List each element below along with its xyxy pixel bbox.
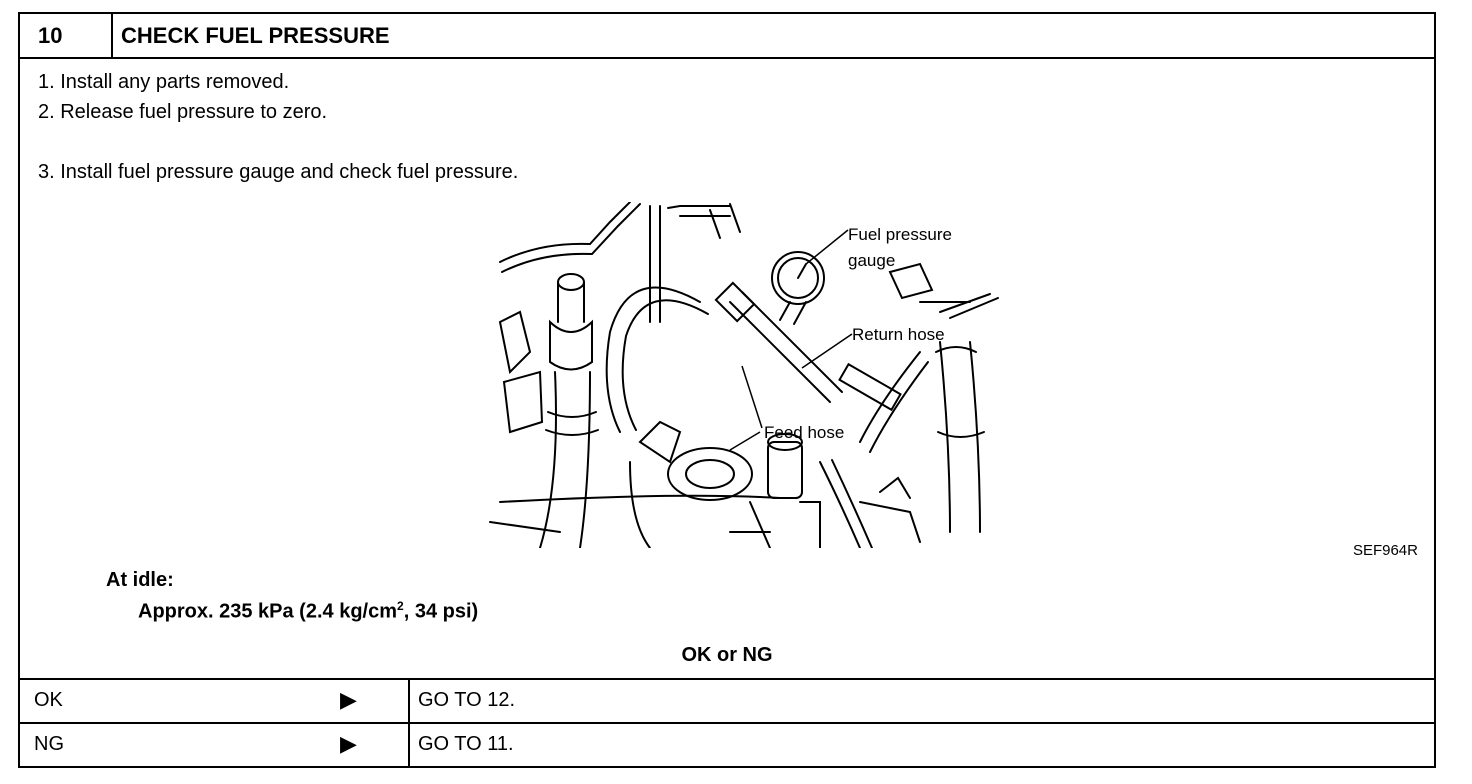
result-action: GO TO 11. (408, 724, 514, 766)
table-header: 10 CHECK FUEL PRESSURE (20, 14, 1434, 59)
arrow-right-icon: ▶ (340, 687, 357, 712)
result-label: NG (34, 733, 64, 755)
step-title: CHECK FUEL PRESSURE (121, 23, 390, 48)
result-header: OK or NG (681, 644, 773, 666)
result-label: OK (34, 689, 63, 711)
spec-value: Approx. 235 kPa (2.4 kg/cm2, 34 psi) (138, 599, 479, 623)
result-row-ok: OK ▶ GO TO 12. (20, 678, 1434, 722)
spec-condition: At idle: (106, 569, 174, 591)
step-number: 10 (20, 14, 113, 57)
label-return-hose: Return hose (852, 325, 945, 344)
result-action: GO TO 12. (408, 680, 515, 722)
instruction-step-1: 1. Install any parts removed. (38, 71, 290, 93)
instruction-step-2: 2. Release fuel pressure to zero. (38, 101, 328, 123)
label-fuel-pressure-gauge: Fuel pressure (848, 225, 952, 244)
label-feed-hose: Feed hose (764, 423, 844, 442)
result-row-ng: NG ▶ GO TO 11. (20, 722, 1434, 766)
fuel-pressure-gauge-illustration: Fuel pressure gauge Return hose Feed hos… (489, 202, 999, 548)
figure-code: SEF964R (1352, 542, 1418, 559)
procedure-table: 10 CHECK FUEL PRESSURE 1. Install any pa… (18, 12, 1436, 768)
label-fuel-pressure-gauge-line2: gauge (848, 251, 895, 270)
arrow-right-icon: ▶ (340, 731, 357, 756)
instruction-step-3: 3. Install fuel pressure gauge and check… (38, 161, 519, 183)
